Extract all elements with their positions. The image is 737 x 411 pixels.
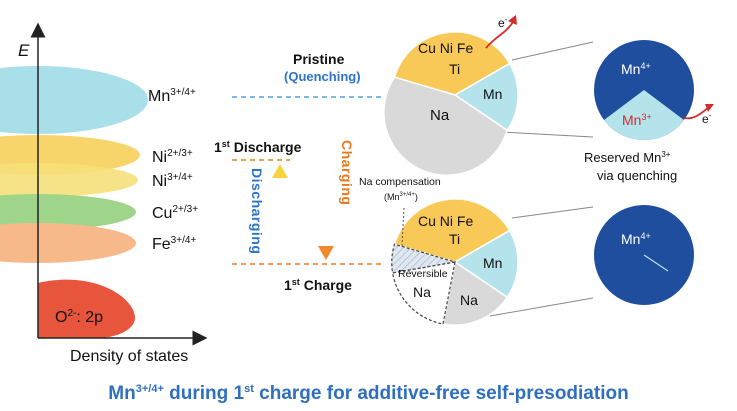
top-electron-arrowhead bbox=[508, 15, 517, 25]
zoom-top-mn4-label: Mn4+ bbox=[621, 61, 651, 77]
zoom-electron-arrow bbox=[683, 107, 709, 120]
fe-band bbox=[0, 223, 136, 263]
connector-top-lower bbox=[499, 131, 594, 138]
discharging-arrowhead bbox=[272, 164, 288, 178]
top-pie-mn-slice bbox=[453, 62, 519, 132]
discharging-label: Discharging bbox=[249, 168, 265, 255]
zoom-bottom-divider bbox=[643, 254, 669, 272]
ni34-level-label: Ni3+/4+ bbox=[152, 172, 193, 190]
top-pie-cations-slice bbox=[393, 31, 511, 96]
top-electron-label: e- bbox=[498, 15, 508, 30]
bottom-pie-cations-label: Cu Ni Fe bbox=[418, 213, 474, 229]
charging-arrowhead bbox=[318, 246, 334, 260]
o-band bbox=[38, 279, 135, 338]
zoom-top-mn3-slice bbox=[604, 90, 684, 140]
reversible-label: Reversible bbox=[398, 268, 448, 280]
first-charge-label: 1st Charge bbox=[284, 277, 352, 293]
bottom-pie-mn-slice bbox=[453, 229, 519, 299]
ni23-level-label: Ni2+/3+ bbox=[152, 148, 193, 166]
via-quenching-note: via quenching bbox=[597, 168, 678, 183]
connector-bottom-upper bbox=[511, 206, 594, 219]
zoom-bottom-mn4-label: Mn4+ bbox=[621, 231, 651, 247]
first-discharge-label: 1st Discharge bbox=[214, 139, 302, 155]
top-pie-mn-label: Mn bbox=[483, 86, 503, 102]
fe-level-label: Fe3+/4+ bbox=[152, 235, 197, 253]
zoom-top-mn3-label: Mn3+ bbox=[622, 112, 652, 128]
bottom-pie-cations-slice bbox=[393, 198, 511, 263]
mn-level-label: Mn3+/4+ bbox=[148, 87, 196, 105]
bottom-pie-mn-label: Mn bbox=[483, 255, 503, 271]
charging-label: Charging bbox=[339, 140, 355, 206]
top-pie-na-slice bbox=[383, 76, 509, 176]
reserved-mn3-note: Reserved Mn3+ bbox=[584, 150, 671, 165]
o2p-level-label: O2-: 2p bbox=[55, 308, 104, 326]
connector-bottom-lower bbox=[489, 297, 594, 317]
top-pie-cations-label: Cu Ni Fe bbox=[418, 40, 474, 56]
bottom-pie-compensation-slice bbox=[391, 243, 456, 274]
bottom-pie-reversible-slice bbox=[391, 261, 456, 325]
na-compensation-sublabel: (Mn3+/4+) bbox=[384, 192, 418, 202]
dos-axis-label: Density of states bbox=[70, 348, 189, 365]
quenching-label: (Quenching) bbox=[284, 69, 361, 84]
energy-axis-label: E bbox=[18, 41, 30, 60]
top-pie-na-label: Na bbox=[430, 107, 450, 124]
ni34-band bbox=[0, 163, 138, 197]
mn-band bbox=[0, 66, 148, 134]
top-electron-arrow bbox=[485, 21, 514, 49]
top-pie-ti-label: Ti bbox=[449, 61, 461, 77]
bottom-pie-ti-label: Ti bbox=[449, 231, 461, 247]
zoom-electron-label: e- bbox=[702, 111, 712, 126]
figure-caption: Mn3+/4+ during 1st charge for additive-f… bbox=[108, 383, 629, 404]
reversible-na-label: Na bbox=[413, 284, 431, 300]
bottom-pie-na-label: Na bbox=[460, 292, 478, 308]
cu-band bbox=[0, 194, 136, 230]
na-compensation-label: Na compensation bbox=[359, 176, 441, 188]
cu-level-label: Cu2+/3+ bbox=[152, 204, 199, 222]
connector-top-upper bbox=[511, 41, 594, 61]
bottom-pie-na-slice bbox=[442, 260, 509, 326]
pristine-label: Pristine bbox=[293, 51, 345, 67]
zoom-electron-arrowhead bbox=[705, 104, 714, 112]
